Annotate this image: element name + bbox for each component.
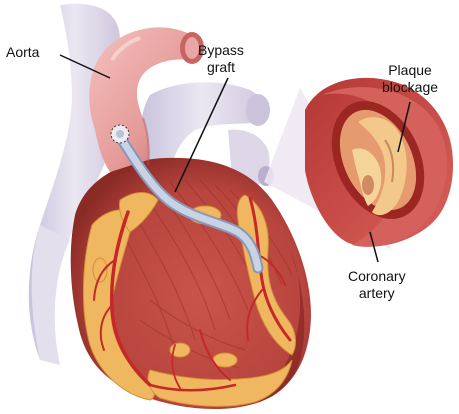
bypass-graft-label: Bypass graft [198, 42, 244, 76]
plaque-blockage-label: Plaque blockage [382, 62, 438, 96]
aorta-label: Aorta [6, 44, 39, 61]
artery-cross-section [305, 78, 453, 247]
coronary-artery-label: Coronary artery [348, 268, 406, 302]
